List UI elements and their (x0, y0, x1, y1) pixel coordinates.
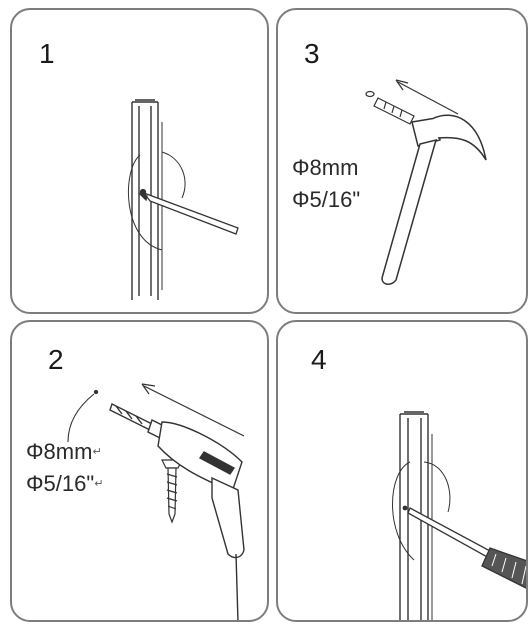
step-3-panel: 3 Φ8mm Φ5/16" (276, 8, 528, 314)
step-number: 4 (311, 344, 327, 375)
step-1-panel: 1 (10, 8, 269, 314)
pencil-icon (137, 188, 239, 235)
hole-size-metric: Φ8mm (292, 155, 359, 180)
drill-hole-illustration (67, 383, 245, 620)
pointer-line (67, 389, 99, 443)
direction-arrow (141, 383, 245, 437)
step-4-panel: 4 (276, 320, 528, 622)
screw-icon (402, 505, 408, 511)
return-mark: ↵ (92, 446, 102, 458)
direction-arrow (395, 79, 459, 115)
drill-size-imperial: Φ5/16"↵ (26, 471, 104, 496)
drill-size-metric: Φ8mm↵ (26, 439, 102, 464)
step-number: 1 (39, 38, 55, 69)
return-mark: ↵ (94, 478, 104, 490)
screw-icon (161, 459, 183, 524)
screwdriver-icon (407, 507, 526, 589)
hole-size-spec: Φ8mm Φ5/16" (292, 152, 360, 216)
wall-plug-icon (365, 90, 415, 125)
drill-icon (109, 403, 245, 620)
mark-hole-illustration (127, 99, 239, 300)
fix-rail-illustration (392, 411, 526, 620)
hammer-icon (381, 114, 487, 285)
hole-size-imperial: Φ5/16" (292, 187, 361, 212)
drill-size-spec: Φ8mm↵ Φ5/16"↵ (26, 436, 103, 500)
step-number: 2 (48, 344, 64, 375)
insert-plug-illustration (365, 79, 487, 285)
step-number: 3 (304, 38, 320, 69)
step-2-panel: 2 Φ8mm↵ Φ5/16"↵ (10, 320, 269, 622)
